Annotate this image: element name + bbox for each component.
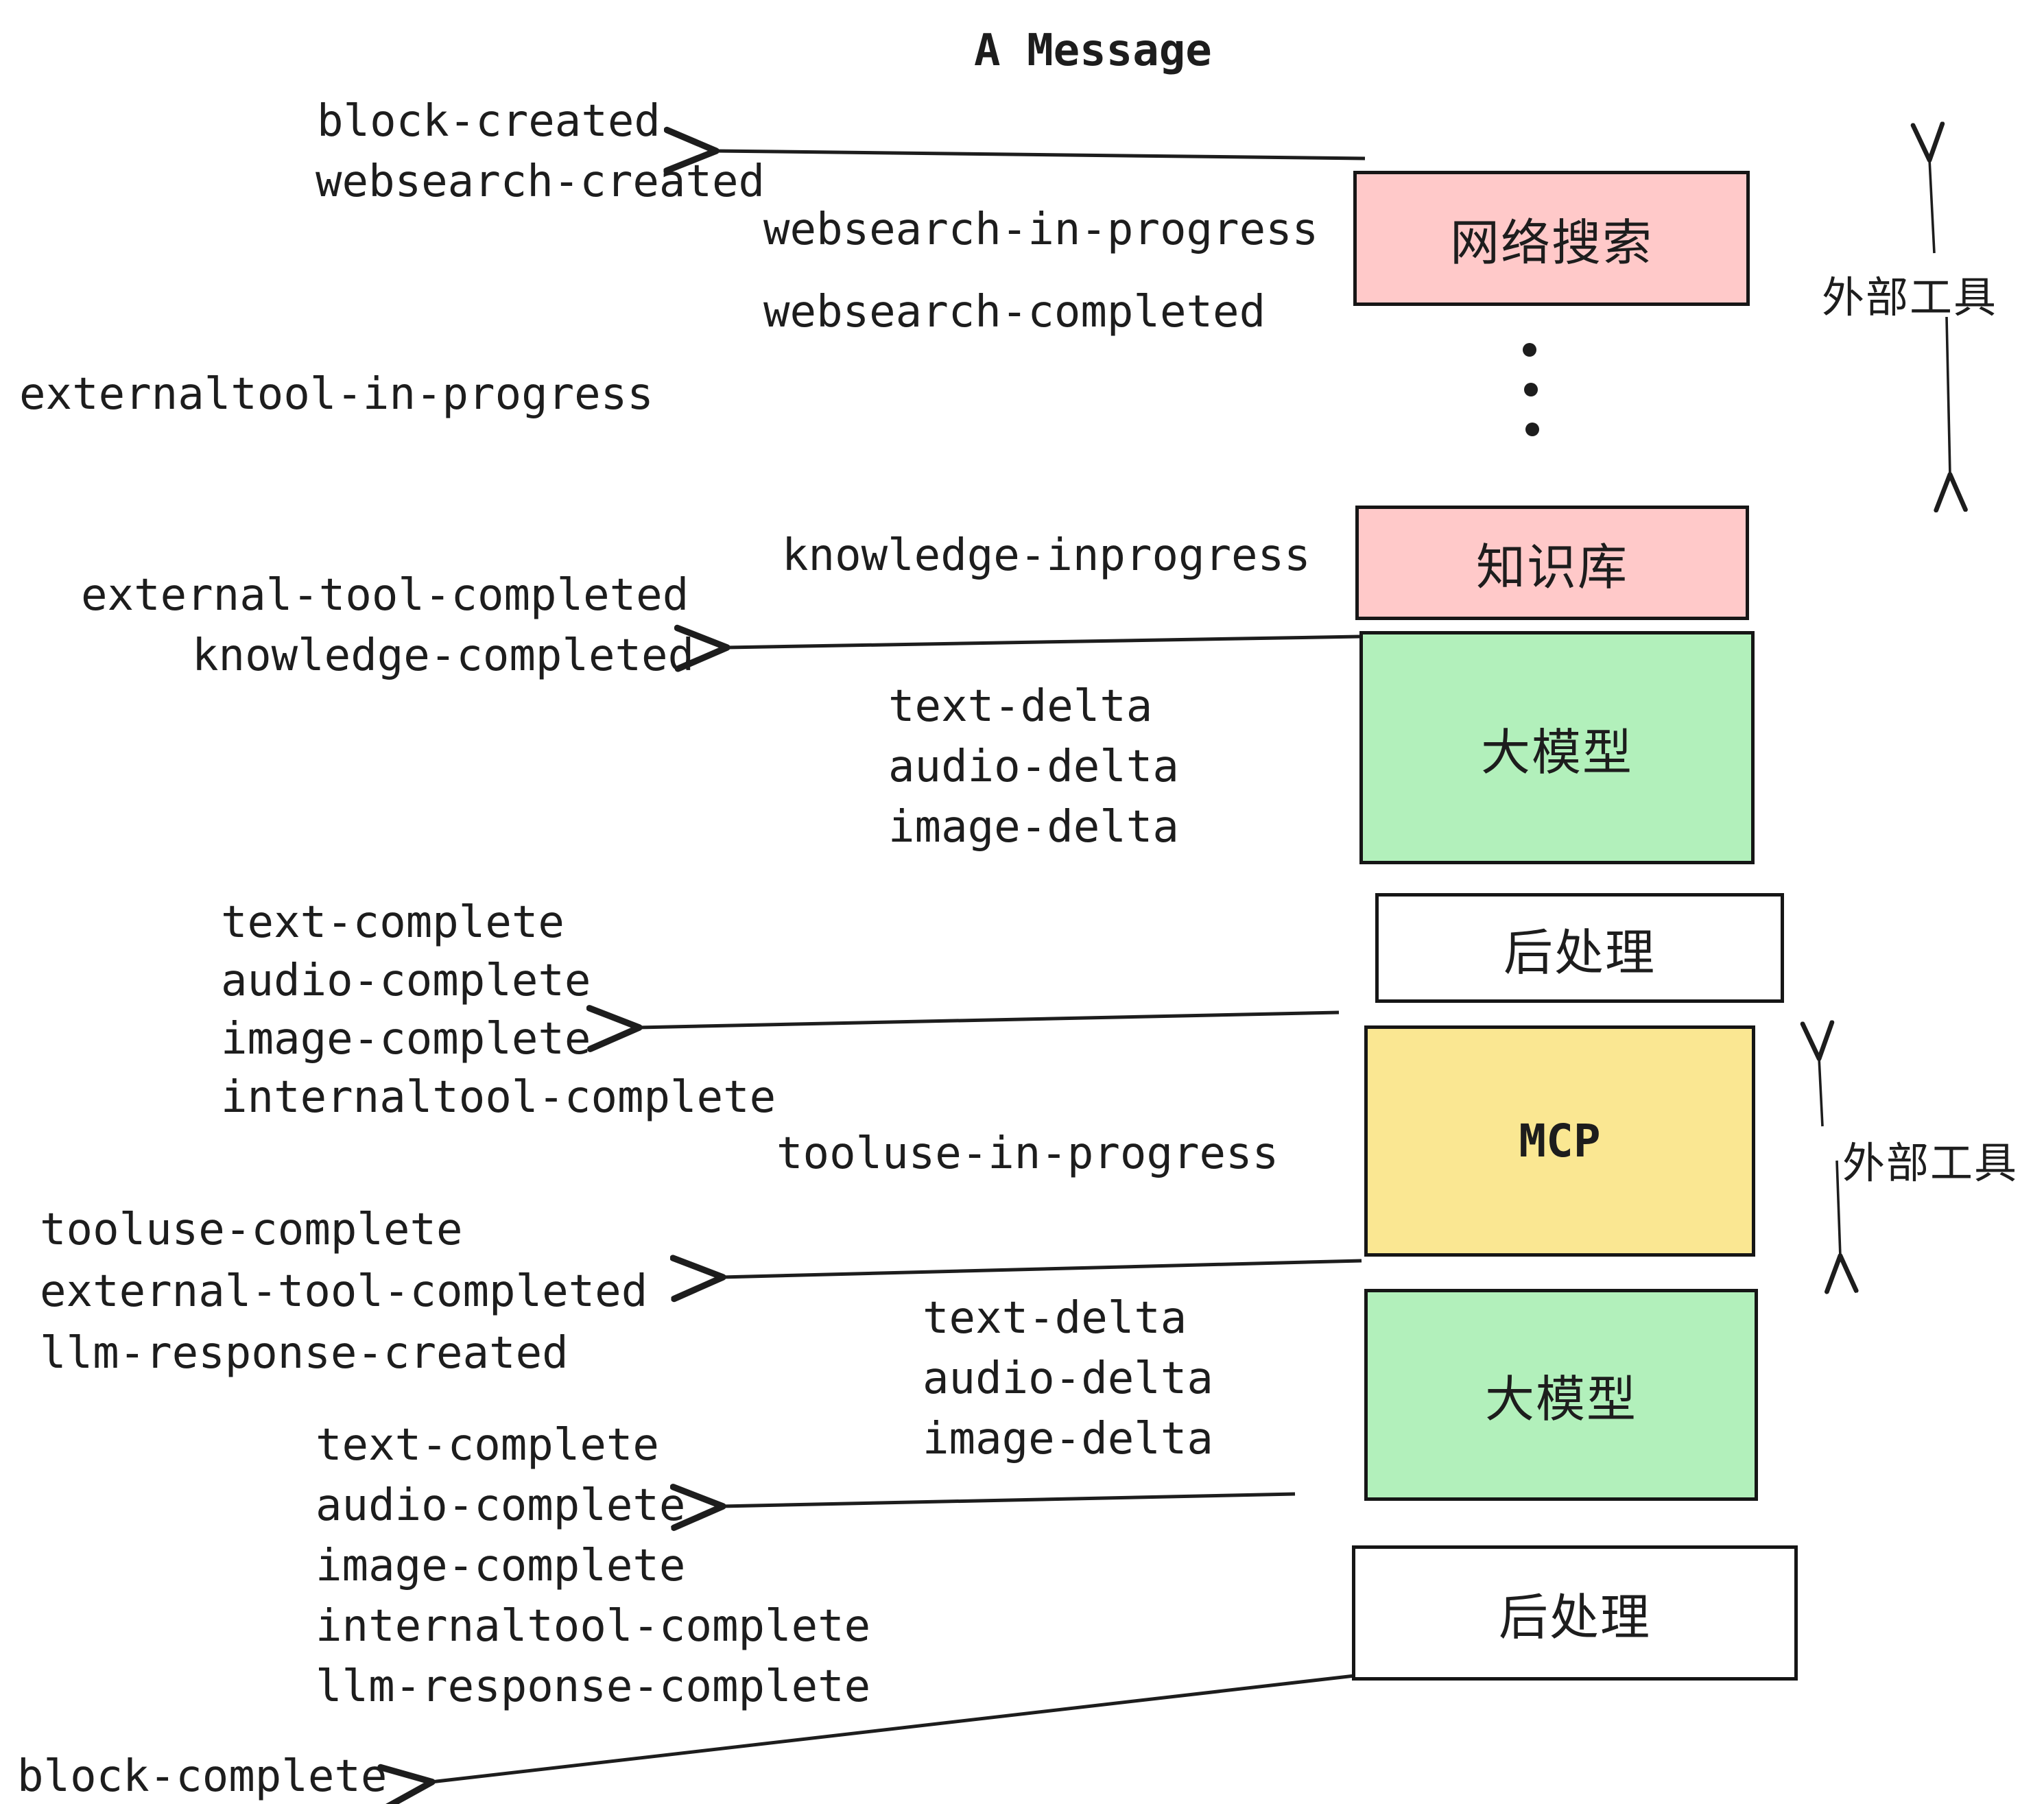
event-websearch-in-progress: websearch-in-progress bbox=[763, 204, 1319, 255]
event-tooluse-complete: tooluse-complete bbox=[40, 1204, 463, 1255]
event-internaltool-complete-2: internaltool-complete bbox=[316, 1601, 871, 1652]
arrow-to-tooluse-complete bbox=[722, 1261, 1362, 1277]
event-block-complete: block-complete bbox=[17, 1751, 388, 1802]
arrow-to-knowledge-completed bbox=[726, 637, 1360, 648]
event-internaltool-complete: internaltool-complete bbox=[221, 1072, 776, 1123]
event-audio-delta: audio-delta bbox=[888, 741, 1179, 792]
event-block-created: block-created bbox=[317, 96, 661, 147]
mcp-external-tools-down-arrow bbox=[1837, 1160, 1840, 1257]
event-audio-delta-2: audio-delta bbox=[923, 1353, 1213, 1404]
node-knowledge-base: 知识库 bbox=[1355, 506, 1749, 620]
event-text-delta-2: text-delta bbox=[923, 1293, 1187, 1344]
event-image-complete-2: image-complete bbox=[316, 1541, 686, 1591]
side-label-external-tools-1: 外部工具 bbox=[1822, 272, 1998, 322]
event-websearch-created: websearch-created bbox=[316, 156, 765, 207]
event-knowledge-completed: knowledge-completed bbox=[192, 630, 695, 681]
mcp-external-tools-up-arrow bbox=[1819, 1058, 1822, 1127]
external-tools-up-arrow bbox=[1929, 159, 1934, 254]
arrow-to-block-complete bbox=[431, 1674, 1355, 1782]
arrow-to-image-complete bbox=[638, 1012, 1340, 1028]
event-text-complete-2: text-complete bbox=[316, 1420, 659, 1471]
node-llm-2: 大模型 bbox=[1364, 1289, 1758, 1501]
event-text-complete: text-complete bbox=[221, 897, 565, 948]
event-tooluse-in-progress: tooluse-in-progress bbox=[776, 1128, 1279, 1179]
event-image-delta: image-delta bbox=[888, 802, 1179, 853]
node-mcp: MCP bbox=[1364, 1025, 1755, 1257]
arrow-to-block-created bbox=[715, 151, 1366, 158]
node-knowledge-base-label: 知识库 bbox=[1475, 538, 1628, 596]
arrow-to-audio-complete bbox=[722, 1494, 1296, 1506]
event-externaltool-in-progress: externaltool-in-progress bbox=[19, 369, 654, 420]
node-websearch: 网络搜索 bbox=[1353, 171, 1750, 306]
side-label-external-tools-2: 外部工具 bbox=[1842, 1138, 2019, 1188]
node-post-process-2-label: 后处理 bbox=[1498, 1589, 1651, 1646]
ellipsis-dots bbox=[1523, 343, 1539, 436]
event-llm-response-complete: llm-response-complete bbox=[316, 1661, 871, 1712]
node-post-process-2: 后处理 bbox=[1352, 1545, 1798, 1681]
event-image-delta-2: image-delta bbox=[923, 1414, 1213, 1464]
event-image-complete: image-complete bbox=[221, 1014, 591, 1065]
node-llm-1: 大模型 bbox=[1359, 631, 1755, 864]
node-llm-1-label: 大模型 bbox=[1480, 723, 1633, 781]
page-title: A Message bbox=[974, 25, 1212, 76]
event-llm-response-created: llm-response-created bbox=[40, 1328, 569, 1379]
node-post-process-1: 后处理 bbox=[1375, 893, 1784, 1003]
event-text-delta: text-delta bbox=[888, 681, 1153, 732]
event-knowledge-inprogress: knowledge-inprogress bbox=[782, 530, 1311, 581]
node-websearch-label: 网络搜索 bbox=[1449, 214, 1653, 272]
event-external-tool-completed: external-tool-completed bbox=[81, 570, 689, 621]
event-websearch-completed: websearch-completed bbox=[763, 287, 1266, 337]
node-mcp-label: MCP bbox=[1519, 1115, 1601, 1167]
event-audio-complete-2: audio-complete bbox=[316, 1480, 686, 1531]
event-external-tool-completed-2: external-tool-completed bbox=[40, 1266, 648, 1317]
external-tools-down-arrow bbox=[1947, 316, 1950, 475]
node-post-process-1-label: 后处理 bbox=[1503, 923, 1656, 982]
node-llm-2-label: 大模型 bbox=[1484, 1370, 1637, 1428]
event-audio-complete: audio-complete bbox=[221, 956, 591, 1006]
